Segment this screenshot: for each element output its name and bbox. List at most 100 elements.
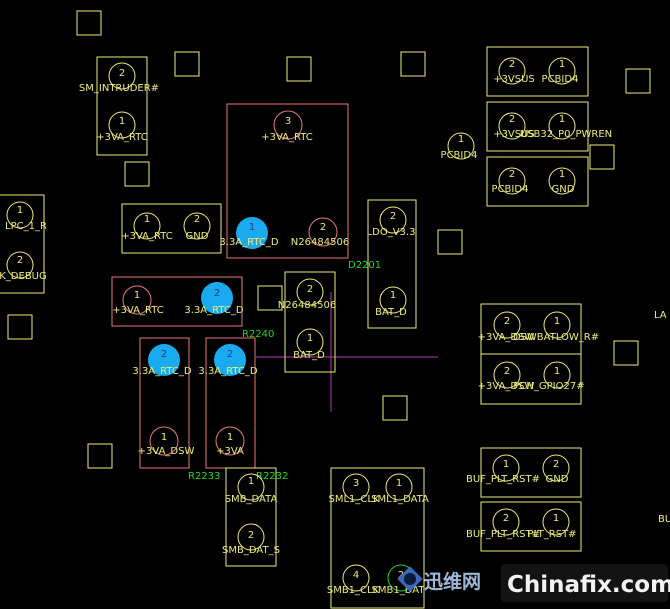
net-label: SMB_DATA (225, 494, 278, 505)
pin-pcbid4-gnd-2[interactable]: 2 PCBID4 (492, 167, 529, 195)
component-3vsus-usb32[interactable]: 2 +3VSUS 1 USB32_P0_PWREN (486, 101, 612, 152)
pin-dsw-batlow-2[interactable]: 2 +3VA_DSW (478, 311, 535, 343)
traces (256, 292, 438, 412)
pin-ldo-2[interactable]: 2 LDO_V3.3 (367, 206, 416, 238)
component-d2201[interactable]: 3 +3VA_RTC 1 3.3A_RTC_D 2 N26484506 D220… (219, 103, 381, 271)
pin-lpc-1[interactable]: 1 LPC_1_R (5, 201, 47, 232)
pin-buf-gnd-2[interactable]: 2 GND (542, 454, 570, 485)
pin-d2201-1[interactable]: 1 3.3A_RTC_D (219, 217, 279, 249)
pin-r2240-1[interactable]: 1 +3VA_RTC (112, 285, 164, 316)
svg-text:2: 2 (320, 222, 326, 233)
pin-sml-1[interactable]: 1 SML1_DATA (371, 473, 429, 505)
component-r2240[interactable]: 1 +3VA_RTC 2 3.3A_RTC_D R2240 (111, 276, 274, 340)
component-pad-pcbid4[interactable]: 1 PCBID4 (441, 132, 478, 161)
component-sml-conn[interactable]: 3 SML1_CLK 1 SML1_DATA 4 SMB1_CLK 2 SMB1… (327, 467, 429, 609)
pin-3vsus-usb32-1[interactable]: 1 USB32_P0_PWREN (520, 112, 612, 140)
component-cap-3va-gnd[interactable]: 1 +3VA_RTC 2 GND (121, 203, 222, 254)
net-label: +3VA_RTC (121, 231, 173, 242)
net-label: +3VSUS (493, 74, 535, 85)
pin-ldo-1[interactable]: 1 BAT_D (375, 286, 407, 318)
pin-r2240-2[interactable]: 2 3.3A_RTC_D (184, 282, 244, 316)
svg-text:2: 2 (307, 284, 313, 295)
svg-text:2: 2 (503, 513, 509, 524)
net-label: +3VA_RTC (112, 305, 164, 316)
component-pcbid4-gnd[interactable]: 2 PCBID4 1 GND (486, 156, 589, 207)
pin-n2648-2[interactable]: 2 N26484506 (278, 278, 336, 311)
pin-r2232-2[interactable]: 2 3.3A_RTC_D (198, 344, 258, 377)
pin-dsw-gpio27-2[interactable]: 2 +3VA_DSW (478, 361, 535, 392)
svg-text:1: 1 (554, 366, 560, 377)
svg-text:3: 3 (285, 116, 291, 127)
svg-text:1: 1 (307, 333, 313, 344)
pin-d2201-3[interactable]: 3 +3VA_RTC (261, 110, 313, 143)
pin-sm-intruder-2[interactable]: 2 SM_INTRUDER# (79, 62, 159, 94)
net-label: 3.3A_RTC_D (198, 366, 257, 377)
net-label: PLT_RST# (527, 529, 576, 540)
pin-sml-4[interactable]: 4 SMB1_CLK (327, 564, 380, 596)
pin-sml-3[interactable]: 3 SML1_CLK (328, 473, 380, 505)
pin-d2201-2[interactable]: 2 N26484506 (291, 217, 349, 248)
svg-text:1: 1 (458, 134, 464, 145)
net-label: BUF_PLT_RST# (466, 529, 540, 540)
pin-buf-plt-1[interactable]: 1 PLT_RST# (527, 508, 577, 540)
component-n2648-batd[interactable]: 2 N26484506 1 BAT_D (278, 271, 336, 373)
svg-text:3: 3 (353, 478, 359, 489)
net-label: SML1_DATA (371, 494, 429, 505)
svg-text:2: 2 (214, 288, 220, 299)
component-smb-data[interactable]: 1 SMB_DATA 2 SMB_DAT_S (222, 467, 280, 567)
component-r2233[interactable]: 2 3.3A_RTC_D 1 +3VA_DSW R2233 (132, 337, 220, 482)
net-label: +3VA (216, 446, 244, 457)
pin-n2648-1[interactable]: 1 BAT_D (293, 328, 325, 361)
pin-3vsus-pcbid4-1[interactable]: 1 PCBID4 (542, 57, 579, 85)
svg-text:1: 1 (144, 214, 150, 225)
svg-text:1: 1 (134, 290, 140, 301)
pin-cap-1[interactable]: 1 +3VA_RTC (121, 212, 173, 242)
refdes-d2201: D2201 (348, 260, 381, 271)
component-dsw-batlow[interactable]: 2 +3VA_DSW 1 DSWBATLOW_R# (478, 303, 600, 355)
pin-r2233-2[interactable]: 2 3.3A_RTC_D (132, 344, 192, 377)
pin-r2233-1[interactable]: 1 +3VA_DSW (138, 426, 195, 457)
pin-3vsus-pcbid4-2[interactable]: 2 +3VSUS (493, 57, 535, 85)
svg-text:4: 4 (353, 570, 359, 581)
net-label: SM_INTRUDER# (79, 83, 159, 94)
refdes-r2233: R2233 (188, 471, 220, 482)
component-ldo-batd[interactable]: 2 LDO_V3.3 1 BAT_D (367, 199, 417, 329)
pin-buf-plt-2[interactable]: 2 BUF_PLT_RST# (466, 508, 540, 540)
pin-r2232-1[interactable]: 1 +3VA (215, 426, 245, 457)
pin-buf-gnd-1[interactable]: 1 BUF_PLT_RST# (466, 454, 540, 485)
pin-smb-1[interactable]: 1 SMB_DATA (225, 473, 278, 505)
pin-lpc-2[interactable]: 2 K_DEBUG (0, 251, 47, 282)
watermark: 迅维网 Chinafix.com (397, 564, 670, 602)
net-label: +3VA_DSW (478, 332, 535, 343)
watermark-logo-icon (397, 566, 423, 592)
net-label: PCH_GPIO27# (513, 381, 584, 392)
svg-text:2: 2 (509, 59, 515, 70)
net-label: +3VA_DSW (138, 446, 195, 457)
pin-smb-2[interactable]: 2 SMB_DAT_S (222, 523, 280, 556)
svg-text:1: 1 (554, 316, 560, 327)
net-label: SMB1_DAT (372, 585, 426, 596)
svg-text:1: 1 (17, 205, 23, 216)
pin-dsw-gpio27-1[interactable]: 1 PCH_GPIO27# (513, 361, 585, 392)
svg-text:2: 2 (509, 114, 515, 125)
pin-dsw-batlow-1[interactable]: 1 DSWBATLOW_R# (513, 311, 599, 343)
net-label: GND (546, 474, 569, 485)
net-label: SMB_DAT_S (222, 545, 280, 556)
component-r2232[interactable]: 2 3.3A_RTC_D 1 +3VA R2232 (198, 337, 288, 482)
pin-3vsus-usb32-2[interactable]: 2 +3VSUS (493, 112, 535, 140)
svg-text:2: 2 (17, 255, 23, 266)
component-dsw-gpio27[interactable]: 2 +3VA_DSW 1 PCH_GPIO27# (478, 353, 585, 405)
component-lpc-left[interactable]: 1 LPC_1_R 2 K_DEBUG (0, 194, 47, 294)
pin-cap-2[interactable]: 2 GND (183, 212, 211, 242)
component-sm-intruder[interactable]: 2 SM_INTRUDER# 1 +3VA_RTC (79, 56, 159, 156)
component-3vsus-pcbid4[interactable]: 2 +3VSUS 1 PCBID4 (486, 46, 589, 97)
component-buf-plt[interactable]: 2 BUF_PLT_RST# 1 PLT_RST# (466, 501, 582, 552)
component-buf-gnd[interactable]: 1 BUF_PLT_RST# 2 GND (466, 447, 582, 498)
pin-sm-intruder-1[interactable]: 1 +3VA_RTC (96, 111, 148, 143)
svg-text:1: 1 (559, 114, 565, 125)
pin-pcbid4-gnd-1[interactable]: 1 GND (548, 167, 576, 195)
svg-text:2: 2 (509, 169, 515, 180)
svg-text:1: 1 (248, 476, 254, 487)
net-label: SMB1_CLK (327, 585, 380, 596)
